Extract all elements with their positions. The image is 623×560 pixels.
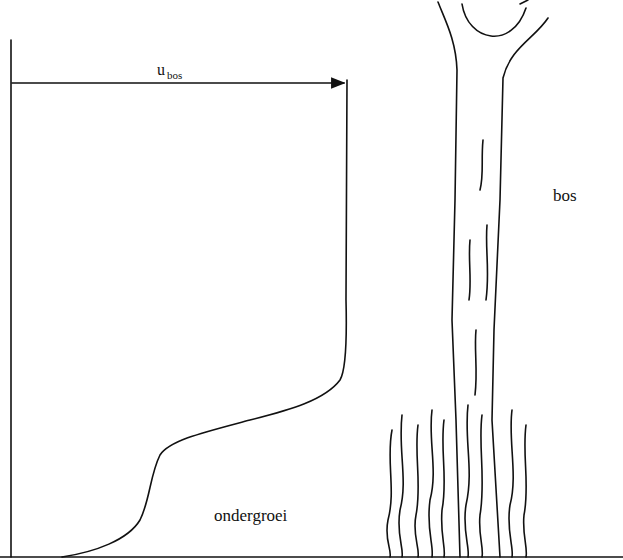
bark-line	[486, 225, 488, 300]
bark-line	[475, 330, 476, 395]
undergrowth-label: ondergroei	[214, 507, 287, 524]
tree-trunk	[492, 18, 548, 557]
tree-trunk	[438, 2, 460, 557]
ground-line	[0, 556, 623, 558]
undergrowth	[387, 430, 392, 557]
undergrowth	[465, 405, 469, 557]
velocity-subscript: bos	[167, 70, 182, 81]
height-axis	[10, 40, 12, 557]
undergrowth	[524, 425, 527, 557]
undergrowth	[509, 410, 513, 557]
velocity-arrow	[12, 82, 344, 84]
tree-branch	[520, 0, 528, 4]
tree-crotch	[462, 4, 526, 36]
undergrowth	[442, 420, 445, 557]
undergrowth	[415, 425, 418, 557]
undergrowth	[480, 415, 483, 557]
undergrowth	[399, 415, 403, 557]
bark-line	[469, 240, 470, 300]
wind-profile-curve	[62, 80, 347, 557]
velocity-symbol: u	[157, 62, 165, 78]
undergrowth	[429, 410, 433, 557]
bark-line	[480, 140, 483, 190]
forest-label: bos	[553, 187, 577, 204]
